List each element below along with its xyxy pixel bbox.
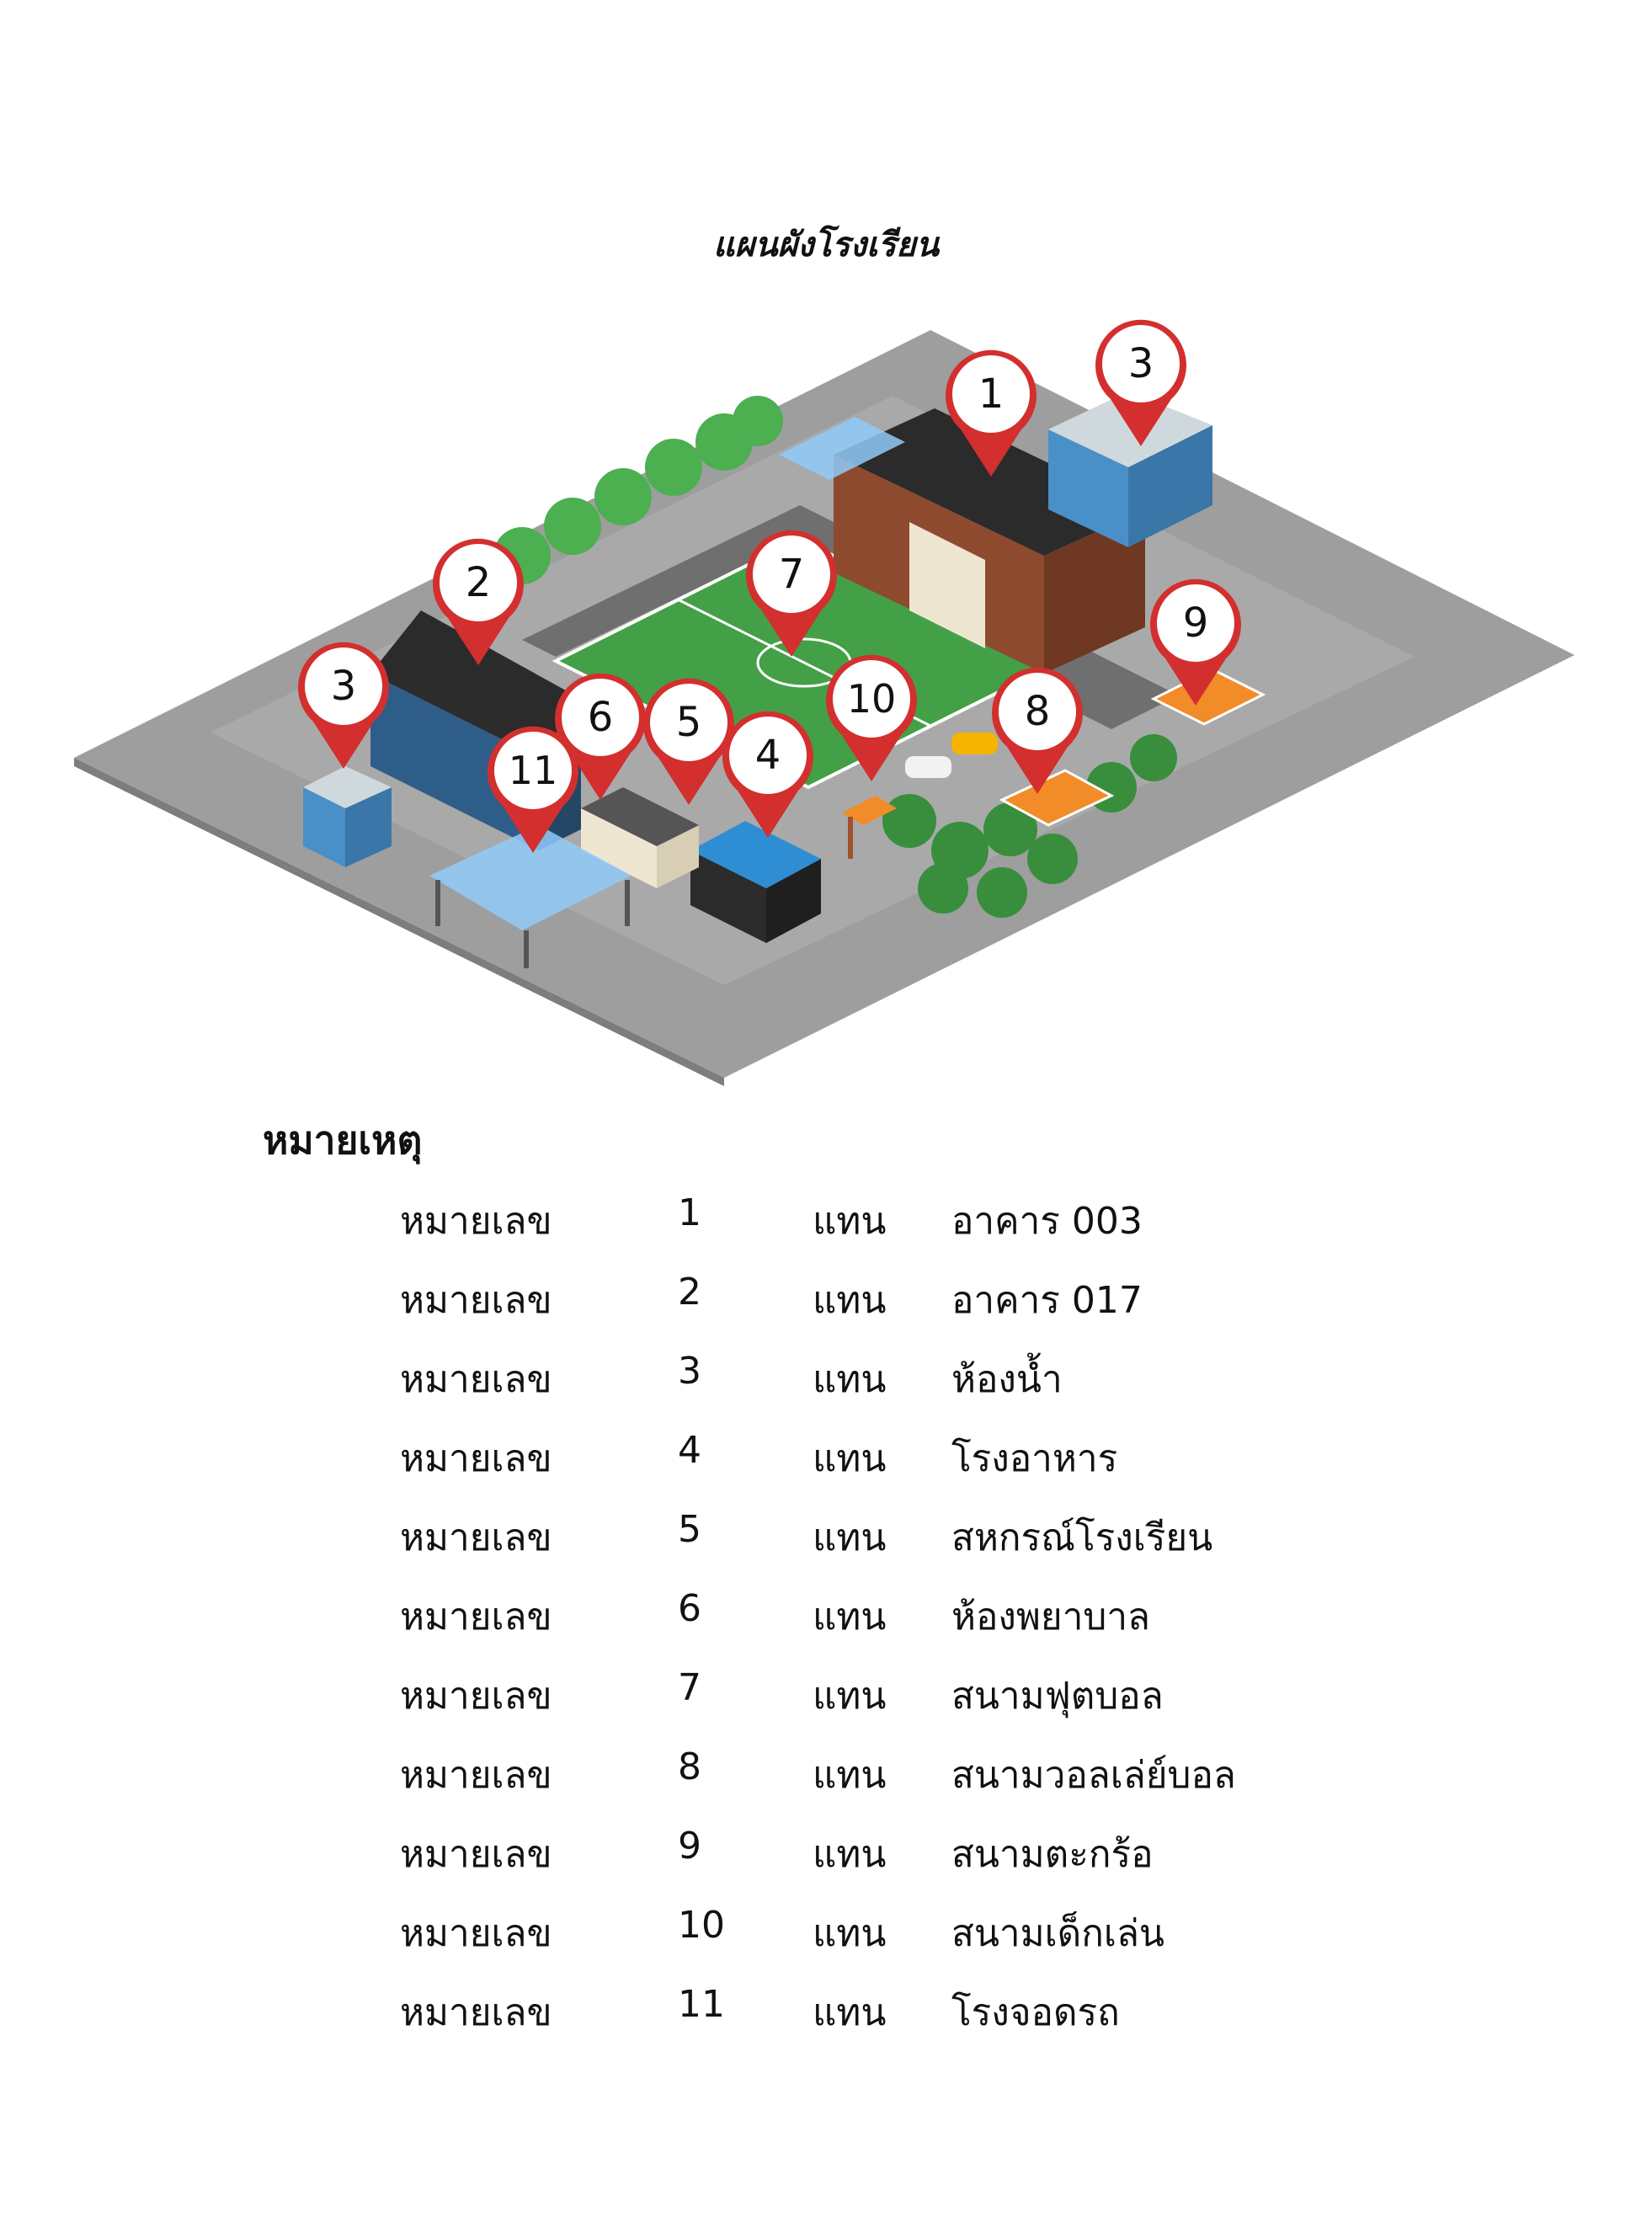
legend-prefix: หมายเลข (400, 1516, 552, 1559)
legend-number: 1 (678, 1191, 701, 1234)
legend-means: แทน (813, 1991, 887, 2034)
marker-label-10: 10 (847, 676, 897, 722)
legend-prefix: หมายเลข (400, 1675, 552, 1718)
legend-place: ห้องพยาบาล (951, 1596, 1151, 1639)
legend-row: หมายเลข 6 แทน ห้องพยาบาล (400, 1570, 1410, 1649)
legend-prefix: หมายเลข (400, 1358, 552, 1401)
legend-prefix: หมายเลข (400, 1279, 552, 1322)
legend-means: แทน (813, 1754, 887, 1797)
legend-row: หมายเลข 9 แทน สนามตะกร้อ (400, 1808, 1410, 1887)
marker-label-6: 6 (588, 694, 614, 741)
legend-row: หมายเลข 4 แทน โรงอาหาร (400, 1412, 1410, 1491)
legend-number: 4 (678, 1429, 701, 1472)
marker-label-3-left: 3 (331, 663, 357, 710)
legend-row: หมายเลข 5 แทน สหกรณ์โรงเรียน (400, 1491, 1410, 1570)
legend-number: 10 (678, 1904, 725, 1947)
map-marker-7[interactable]: 7 (746, 530, 837, 657)
marker-label-2: 2 (466, 559, 492, 606)
map-marker-5[interactable]: 5 (643, 678, 734, 805)
legend-place: สนามวอลเล่ย์บอล (951, 1754, 1236, 1797)
legend-heading: หมายเหตุ (263, 1117, 423, 1163)
map-marker-6[interactable]: 6 (555, 673, 646, 800)
legend-means: แทน (813, 1437, 887, 1480)
marker-label-9: 9 (1183, 599, 1209, 647)
canteen (690, 821, 821, 943)
marker-label-3-right: 3 (1128, 340, 1154, 387)
legend-row: หมายเลข 7 แทน สนามฟุตบอล (400, 1649, 1410, 1729)
legend-prefix: หมายเลข (400, 1200, 552, 1243)
legend-number: 5 (678, 1508, 701, 1551)
legend-number: 3 (678, 1350, 701, 1393)
legend-number: 2 (678, 1271, 701, 1313)
legend-prefix: หมายเลข (400, 1912, 552, 1955)
map-marker-1[interactable]: 1 (946, 349, 1036, 477)
marker-label-11: 11 (509, 748, 558, 793)
legend-prefix: หมายเลข (400, 1991, 552, 2034)
legend-row: หมายเลข 1 แทน อาคาร 003 (400, 1175, 1410, 1254)
legend-number: 7 (678, 1666, 701, 1709)
car-yellow (951, 733, 998, 754)
legend-place: โรงจอดรถ (951, 1991, 1120, 2034)
parking-canopy (429, 825, 631, 968)
legend-prefix: หมายเลข (400, 1596, 552, 1639)
marker-label-8: 8 (1025, 688, 1051, 735)
legend-place: โรงอาหาร (951, 1437, 1118, 1480)
road-left (522, 505, 834, 657)
building-003 (834, 408, 1145, 674)
legend-means: แทน (813, 1279, 887, 1322)
legend-place: สนามฟุตบอล (951, 1675, 1164, 1718)
marker-label-5: 5 (676, 699, 702, 746)
legend-place: สหกรณ์โรงเรียน (951, 1516, 1213, 1559)
map-marker-8[interactable]: 8 (992, 667, 1083, 794)
legend-means: แทน (813, 1912, 887, 1955)
legend-means: แทน (813, 1358, 887, 1401)
map-marker-4[interactable]: 4 (722, 711, 813, 838)
map-marker-3-left[interactable]: 3 (298, 642, 389, 769)
car-white (905, 756, 951, 778)
legend-row: หมายเลข 2 แทน อาคาร 017 (400, 1254, 1410, 1333)
legend-place: อาคาร 017 (951, 1279, 1143, 1322)
legend-number: 8 (678, 1745, 701, 1788)
school-map-illustration: 1 2 3 3 4 5 6 7 8 9 (74, 319, 1575, 1086)
school-shop-and-nurse-room (581, 787, 699, 888)
legend-means: แทน (813, 1675, 887, 1718)
map-marker-2[interactable]: 2 (433, 538, 524, 665)
legend-prefix: หมายเลข (400, 1437, 552, 1480)
legend-number: 6 (678, 1587, 701, 1630)
playground (842, 796, 897, 859)
legend-place: อาคาร 003 (951, 1200, 1143, 1243)
legend-place: สนามตะกร้อ (951, 1833, 1154, 1876)
legend-place: ห้องน้ำ (951, 1358, 1063, 1401)
legend-prefix: หมายเลข (400, 1833, 552, 1876)
marker-label-1: 1 (978, 370, 1005, 418)
legend-number: 11 (678, 1983, 725, 2026)
legend-prefix: หมายเลข (400, 1754, 552, 1797)
legend-means: แทน (813, 1516, 887, 1559)
legend-means: แทน (813, 1200, 887, 1243)
marker-label-4: 4 (755, 732, 781, 779)
legend-means: แทน (813, 1596, 887, 1639)
legend-row: หมายเลข 11 แทน โรงจอดรถ (400, 1966, 1410, 2045)
legend-place: สนามเด็กเล่น (951, 1912, 1164, 1955)
map-marker-10[interactable]: 10 (826, 654, 917, 781)
toilet-left (303, 766, 392, 867)
legend-row: หมายเลข 10 แทน สนามเด็กเล่น (400, 1887, 1410, 1966)
legend-number: 9 (678, 1825, 701, 1868)
legend-row: หมายเลข 8 แทน สนามวอลเล่ย์บอล (400, 1729, 1410, 1808)
map-marker-9[interactable]: 9 (1150, 578, 1241, 706)
marker-label-7: 7 (779, 551, 805, 598)
map-marker-11[interactable]: 11 (488, 726, 578, 853)
ground-plot-shade (74, 758, 724, 1086)
rear-canopy (779, 417, 905, 480)
map-marker-3-right[interactable]: 3 (1095, 319, 1186, 446)
legend-means: แทน (813, 1833, 887, 1876)
legend-row: หมายเลข 3 แทน ห้องน้ำ (400, 1333, 1410, 1412)
page-title: แผนผังโรงเรียน (713, 226, 939, 264)
